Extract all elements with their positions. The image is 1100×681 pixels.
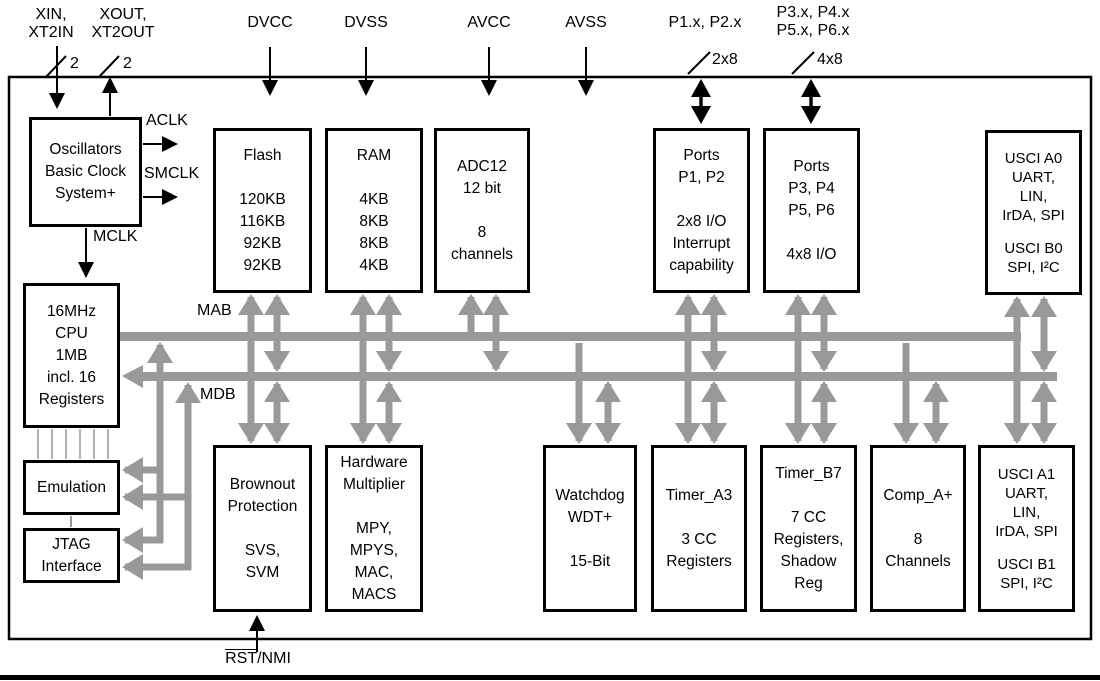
timer-a3-block: Timer_A3 3 CC Registers <box>651 445 747 612</box>
device-outline <box>7 75 1093 641</box>
multiplier-detail: MPY, MPYS, MAC, MACS <box>349 519 399 603</box>
rst-nmi-pin-label: RST/NMI <box>225 650 291 667</box>
aclk-label: ACLK <box>146 112 188 129</box>
emulation-jtag-bus-taps <box>122 342 201 580</box>
timer-b7-block: Timer_B7 7 CC Registers, Shadow Reg <box>760 445 857 612</box>
ports36-width-label: 4x8 <box>817 51 843 68</box>
multiplier-title: Hardware Multiplier <box>340 453 408 493</box>
usci-a1-title: USCI A1 UART, LIN, IrDA, SPI <box>995 465 1058 540</box>
comp-a-block: Comp_A+ 8 Channels <box>870 445 966 612</box>
flash-block: Flash 120KB 116KB 92KB 92KB <box>213 128 312 293</box>
dvss-pin-label: DVSS <box>344 14 388 31</box>
xin-width-label: 2 <box>70 55 79 72</box>
ports12-width-label: 2x8 <box>712 51 738 68</box>
ports12-block: Ports P1, P2 2x8 I/O Interrupt capabilit… <box>653 128 750 293</box>
avcc-pin-label: AVCC <box>467 14 511 31</box>
adc12-block: ADC12 12 bit 8 channels <box>434 128 530 293</box>
ram-sizes: 4KB 8KB 8KB 4KB <box>359 190 389 274</box>
emulation-block: Emulation <box>23 460 120 515</box>
usci-b0-detail: USCI B0 SPI, I²C <box>1004 239 1063 276</box>
jtag-block: JTAG Interface <box>23 528 120 583</box>
flash-title: Flash <box>243 146 282 164</box>
comp-a-detail: 8 Channels <box>885 530 951 570</box>
ports36-title: Ports P3, P4 P5, P6 <box>788 157 835 219</box>
watchdog-title: Watchdog WDT+ <box>555 486 625 526</box>
mab-bus <box>120 332 1021 341</box>
flash-sizes: 120KB 116KB 92KB 92KB <box>239 190 286 274</box>
mdb-bus <box>122 365 1057 388</box>
multiplier-block: Hardware Multiplier MPY, MPYS, MAC, MACS <box>325 445 423 612</box>
mdb-bus-label: MDB <box>200 386 236 403</box>
xout-width-label: 2 <box>123 55 132 72</box>
bus-width-slashes <box>45 51 815 78</box>
usci-a0-title: USCI A0 UART, LIN, IrDA, SPI <box>1002 149 1065 224</box>
timer-b7-title: Timer_B7 <box>775 464 842 482</box>
ram-block: RAM 4KB 8KB 8KB 4KB <box>325 128 423 293</box>
usci-a1-block: USCI A1 UART, LIN, IrDA, SPI USCI B1 SPI… <box>978 445 1075 612</box>
ports12-pin-label: P1.x, P2.x <box>668 14 742 31</box>
mab-bus-label: MAB <box>197 302 232 319</box>
ports12-detail: 2x8 I/O Interrupt capability <box>669 212 734 274</box>
page-bottom-rule <box>0 675 1100 680</box>
oscillators-text: Oscillators Basic Clock System+ <box>45 141 126 202</box>
cpu-emulation-links <box>37 429 109 527</box>
oscillators-block: Oscillators Basic Clock System+ <box>29 117 142 227</box>
ports12-title: Ports P1, P2 <box>678 146 725 186</box>
ports36-detail: 4x8 I/O <box>786 245 837 263</box>
dvcc-pin-label: DVCC <box>247 14 293 31</box>
ports36-width-slash <box>791 51 815 75</box>
watchdog-detail: 15-Bit <box>569 552 611 570</box>
ports36-pin-label: P3.x, P4.x P5.x, P6.x <box>776 4 850 39</box>
adc12-channels: 8 channels <box>450 223 514 263</box>
usci-a0-block: USCI A0 UART, LIN, IrDA, SPI USCI B0 SPI… <box>985 130 1082 295</box>
adc12-title: ADC12 12 bit <box>457 157 507 197</box>
cpu-text: 16MHz CPU 1MB incl. 16 Registers <box>38 302 105 408</box>
ports36-block: Ports P3, P4 P5, P6 4x8 I/O <box>763 128 860 293</box>
xin-pin-label: XIN, XT2IN <box>28 6 74 41</box>
ram-title: RAM <box>356 146 392 164</box>
brownout-block: Brownout Protection SVS, SVM <box>213 445 312 612</box>
brownout-detail: SVS, SVM <box>244 541 281 581</box>
cpu-block: 16MHz CPU 1MB incl. 16 Registers <box>23 283 120 428</box>
jtag-text: JTAG Interface <box>41 535 102 575</box>
bus-connection-arrows <box>238 294 1057 444</box>
brownout-title: Brownout Protection <box>227 475 298 515</box>
ports12-width-slash <box>687 51 711 75</box>
comp-a-title: Comp_A+ <box>883 486 953 504</box>
xin-width-slash <box>45 55 67 78</box>
watchdog-block: Watchdog WDT+ 15-Bit <box>543 445 637 612</box>
smclk-label: SMCLK <box>144 165 200 182</box>
timer-a3-detail: 3 CC Registers <box>666 530 732 570</box>
mclk-label: MCLK <box>93 228 138 245</box>
pin-arrows <box>49 46 821 652</box>
timer-a3-title: Timer_A3 <box>665 486 733 504</box>
xout-pin-label: XOUT, XT2OUT <box>91 6 155 41</box>
emulation-text: Emulation <box>37 478 106 496</box>
xout-width-slash <box>98 55 120 78</box>
avss-pin-label: AVSS <box>565 14 607 31</box>
timer-b7-detail: 7 CC Registers, Shadow Reg <box>773 508 844 592</box>
usci-b1-detail: USCI B1 SPI, I²C <box>997 555 1056 592</box>
